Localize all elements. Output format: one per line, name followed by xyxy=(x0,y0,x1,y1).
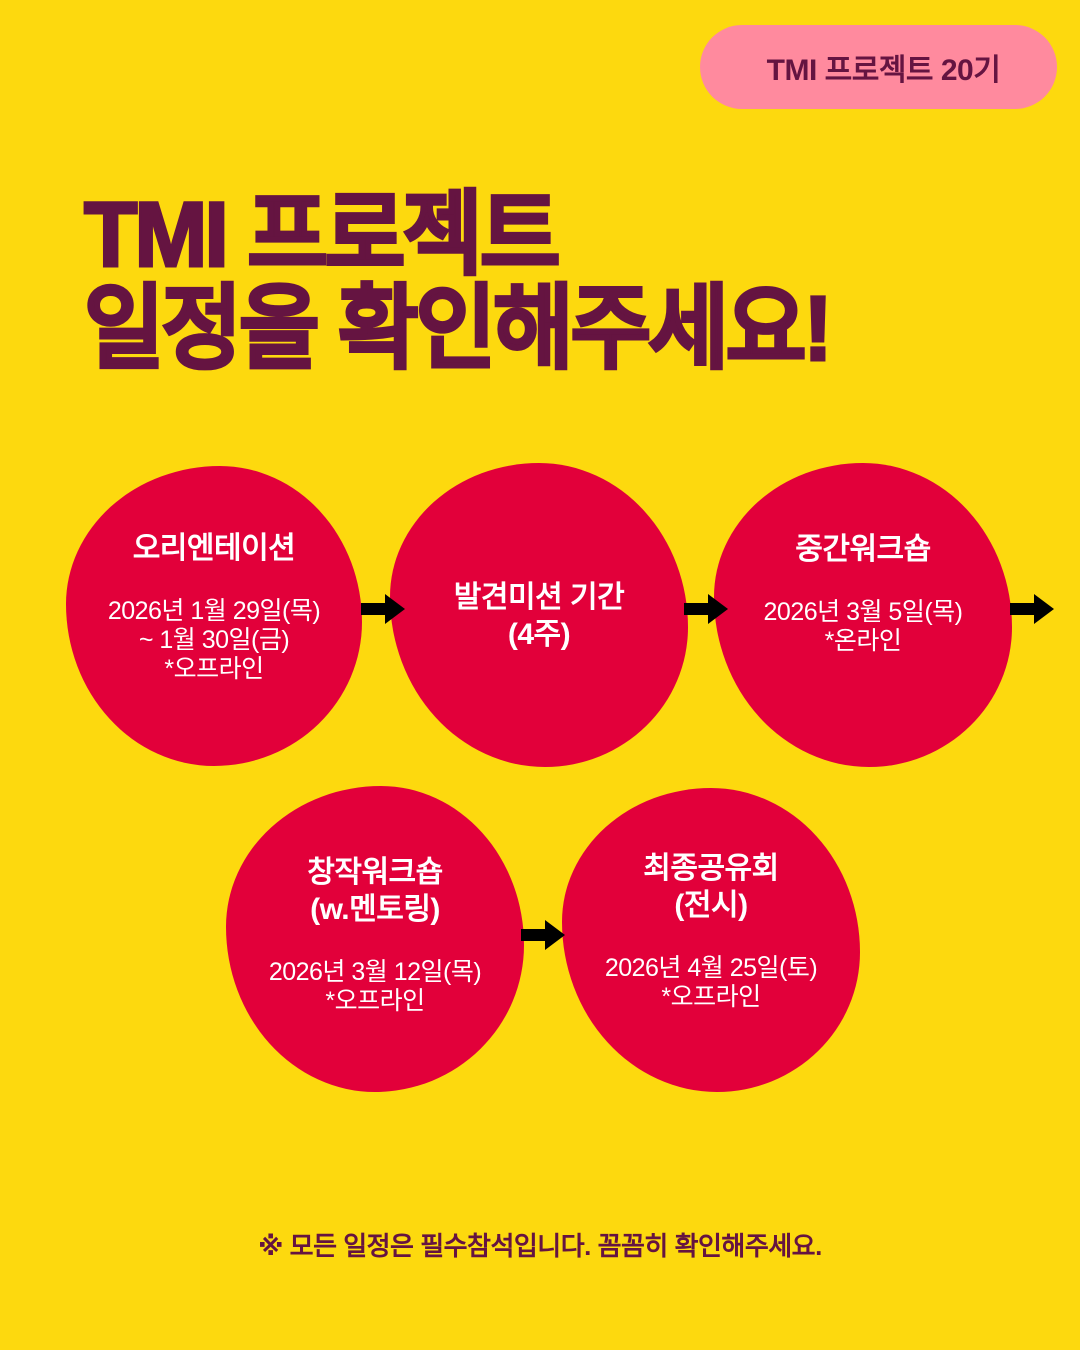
arrow-right-icon xyxy=(521,920,565,950)
arrow-right-icon xyxy=(361,594,405,624)
step-mid-workshop: 중간워크숍 2026년 3월 5일(목) *온라인 xyxy=(714,463,1012,767)
page-title: TMI 프로젝트 일정을 확인해주세요! xyxy=(83,184,834,380)
step-title: 발견미션 기간 xyxy=(453,581,625,614)
step-creative-workshop: 창작워크숍 (w.멘토링) 2026년 3월 12일(목) *오프라인 xyxy=(226,786,524,1092)
step-title: 오리엔테이션 xyxy=(132,532,296,565)
step-discovery-mission: 발견미션 기간 (4주) xyxy=(390,463,688,767)
step-orientation: 오리엔테이션 2026년 1월 29일(목) ~ 1월 30일(금) *오프라인 xyxy=(66,466,362,766)
step-title-sub: (4주) xyxy=(507,618,571,651)
step-title: 최종공유회 xyxy=(643,852,779,885)
step-detail: 2026년 4월 25일(토) *오프라인 xyxy=(604,954,818,1011)
step-detail: 2026년 1월 29일(목) ~ 1월 30일(금) *오프라인 xyxy=(107,597,321,683)
cohort-badge-label: TMI 프로젝트 20기 xyxy=(766,54,1001,87)
footer-note: ※ 모든 일정은 필수참석입니다. 꼼꼼히 확인해주세요. xyxy=(258,1231,822,1261)
cohort-badge: TMI 프로젝트 20기 xyxy=(700,25,1057,109)
arrow-right-icon xyxy=(684,594,728,624)
page-title-line-2: 일정을 확인해주세요! xyxy=(83,278,834,380)
step-title-sub: (w.멘토링) xyxy=(310,893,440,926)
page-title-line-1: TMI 프로젝트 xyxy=(83,184,562,286)
arrow-right-icon xyxy=(1010,594,1054,624)
step-final-showcase: 최종공유회 (전시) 2026년 4월 25일(토) *오프라인 xyxy=(562,788,860,1092)
step-detail: 2026년 3월 5일(목) *온라인 xyxy=(763,598,963,655)
step-title: 중간워크숍 xyxy=(795,533,931,566)
step-title: 창작워크숍 xyxy=(307,856,443,889)
step-title-sub: (전시) xyxy=(674,889,748,922)
step-detail: 2026년 3월 12일(목) *오프라인 xyxy=(268,958,482,1015)
